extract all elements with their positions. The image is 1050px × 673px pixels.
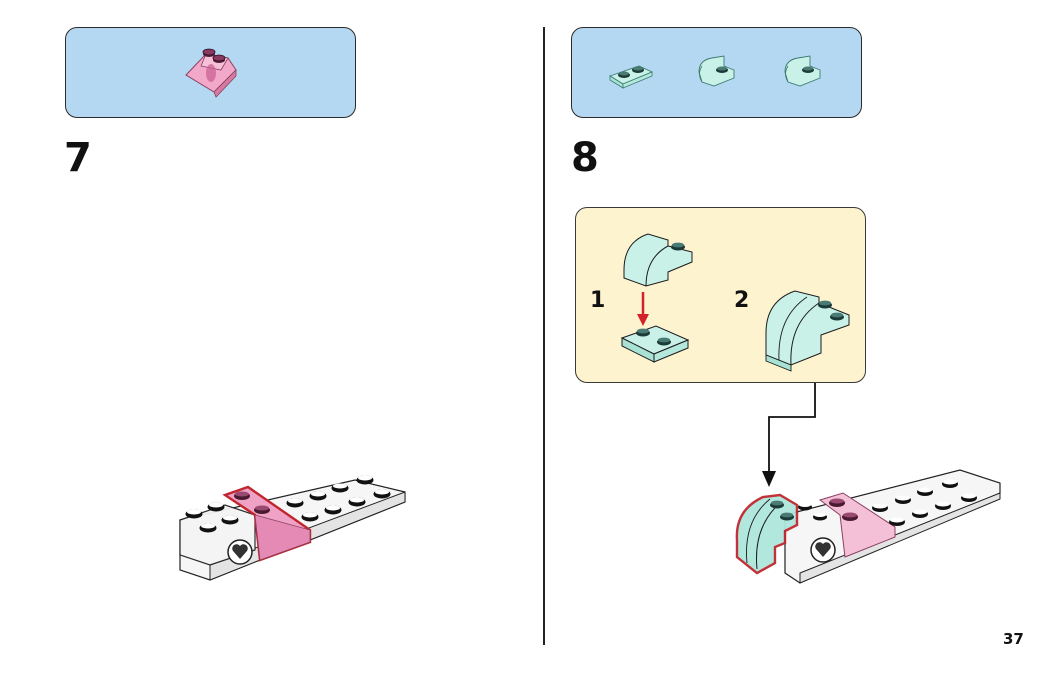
aqua-curved-brick-icon [784, 55, 821, 87]
pink-slope-brick-icon [185, 48, 237, 98]
callout-connector-arrow [762, 383, 816, 487]
step-8-model-illustration [735, 469, 1001, 584]
page-divider [543, 27, 545, 645]
step-7-model-illustration [179, 475, 406, 581]
sub-step-1-illustration [620, 233, 693, 363]
step-number-8: 8 [571, 135, 599, 181]
sub-assembly-callout: 1 2 [575, 207, 866, 383]
sub-step-number-1: 1 [590, 288, 606, 313]
step-7-parts-callout [65, 27, 356, 118]
step-number-7: 7 [64, 135, 92, 181]
step-8-parts-callout [571, 27, 862, 118]
sub-step-2-illustration [765, 290, 850, 372]
aqua-plate-1x2-icon [608, 65, 654, 89]
page-number: 37 [1003, 630, 1024, 648]
heart-icon [232, 544, 248, 559]
sub-step-number-2: 2 [734, 288, 750, 313]
red-arrow-head [637, 314, 649, 326]
aqua-curved-brick-icon [698, 55, 735, 87]
